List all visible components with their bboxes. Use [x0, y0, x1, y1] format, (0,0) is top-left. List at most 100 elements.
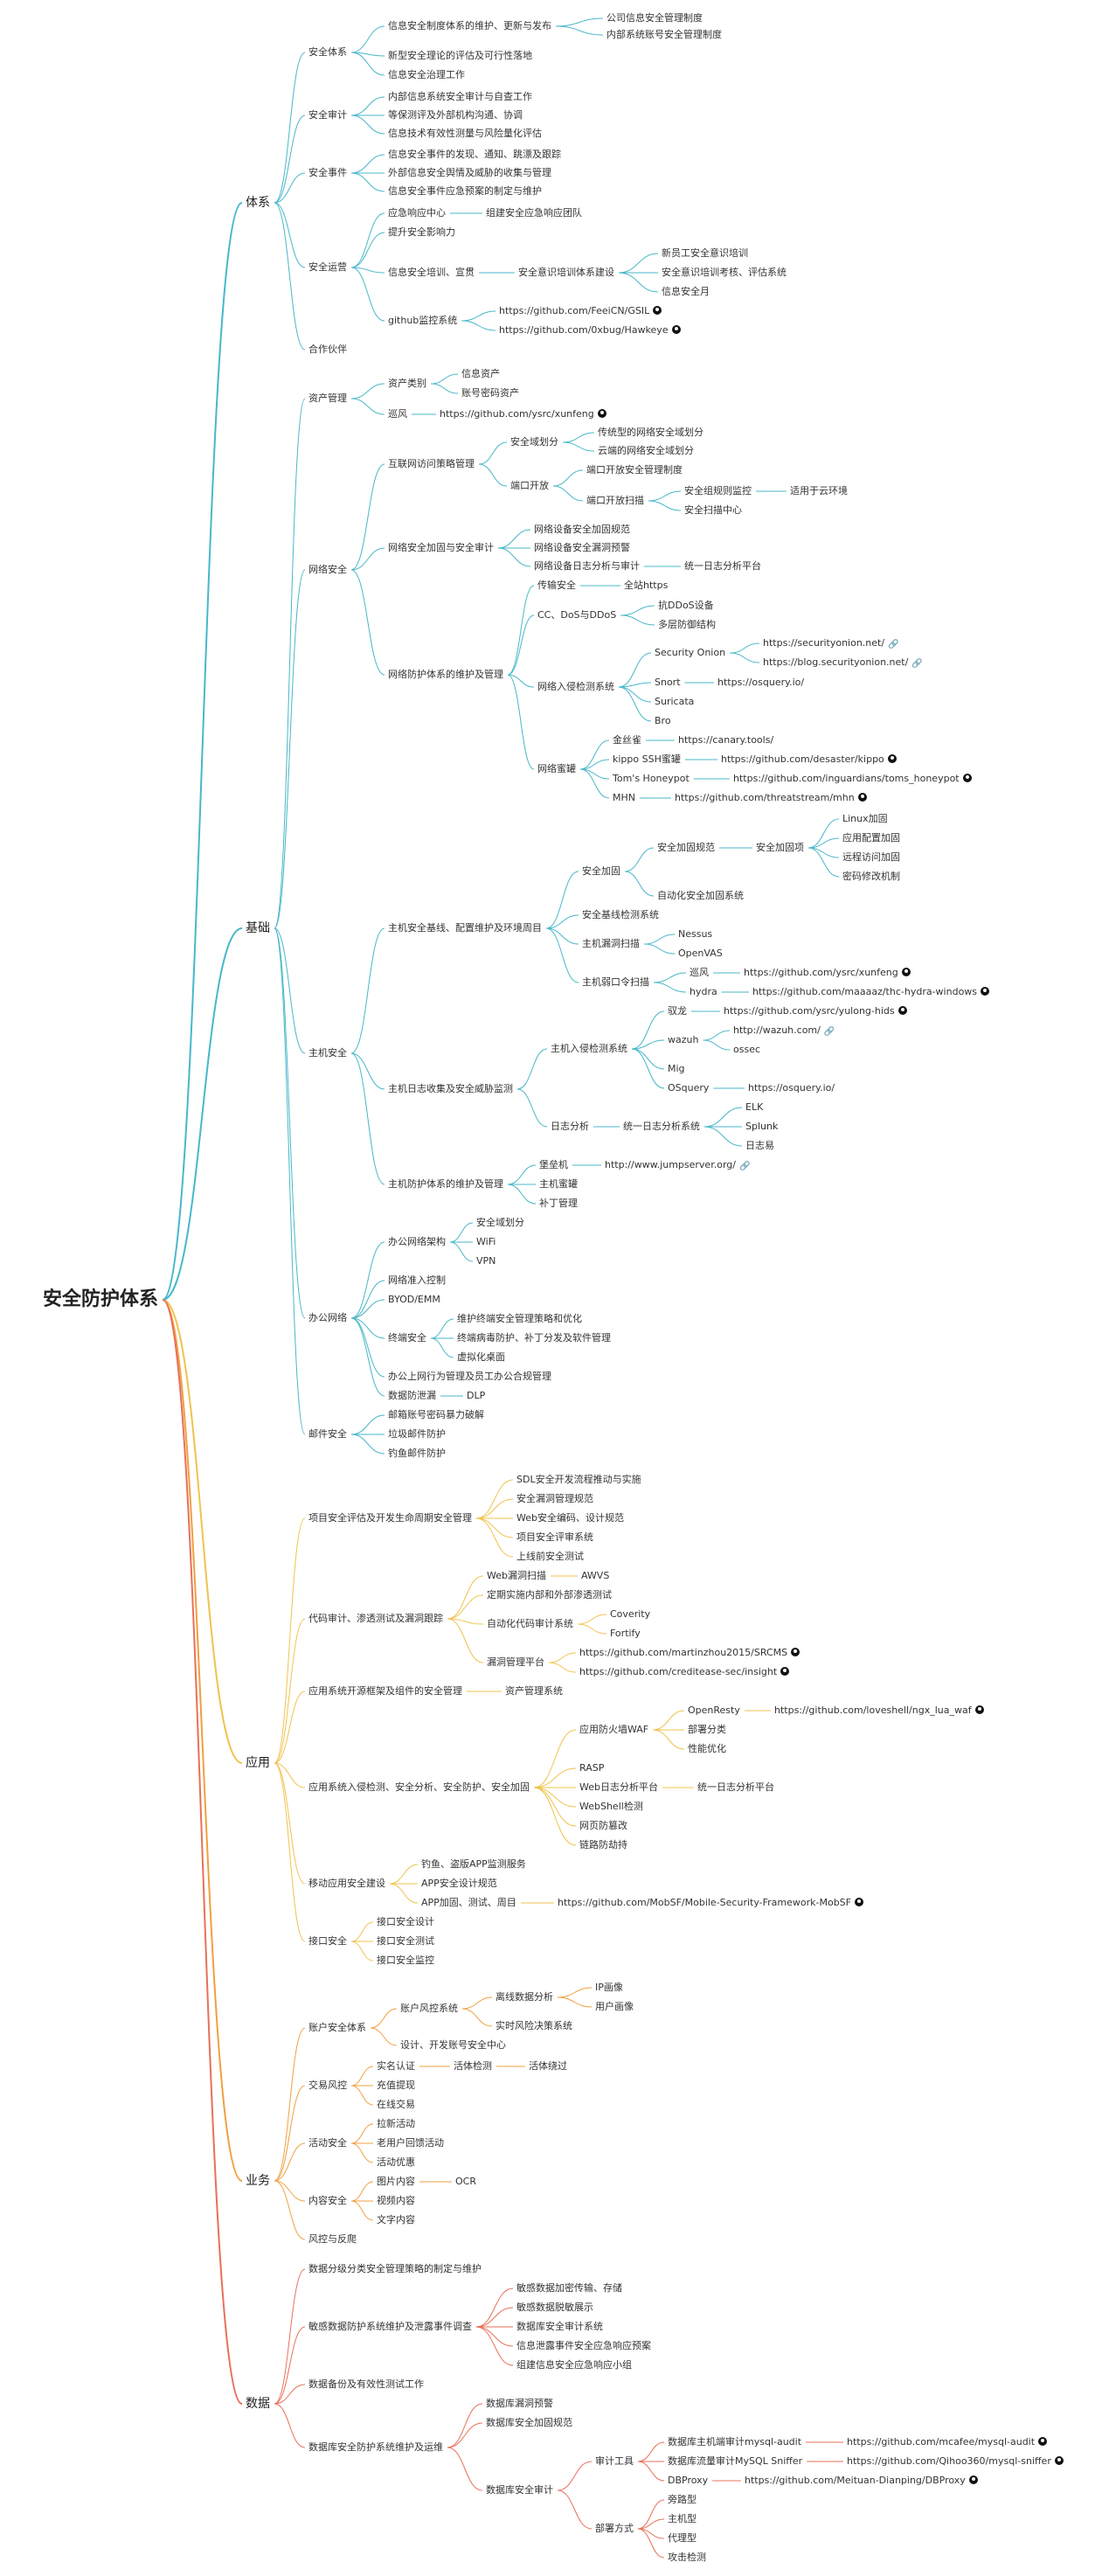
github-icon[interactable] — [974, 1705, 984, 1714]
github-icon[interactable] — [855, 1898, 863, 1906]
mindmap-node[interactable]: https://github.com/ysrc/yulong-hids — [723, 1005, 908, 1017]
edge — [618, 686, 652, 703]
edge — [274, 927, 306, 1054]
node-label: Nessus — [678, 928, 713, 940]
edge — [631, 1039, 665, 1050]
mindmap-node: 网络安全加固与安全审计 — [387, 542, 495, 554]
node-label: SDL安全开发流程推动与实施 — [516, 1474, 641, 1485]
node-label: 主机日志收集及安全威胁监测 — [388, 1083, 513, 1094]
mindmap-node: 网络安全 — [308, 564, 348, 576]
github-icon[interactable] — [857, 793, 867, 802]
edge — [653, 982, 687, 993]
mindmap-node[interactable]: https://github.com/Meituan-Dianping/DBPr… — [744, 2475, 979, 2487]
edge — [557, 1996, 593, 2008]
edge — [497, 547, 531, 567]
edge — [274, 1618, 306, 1764]
link-icon[interactable]: 🔗 — [888, 640, 899, 649]
mindmap-node: 接口安全测试 — [376, 1935, 435, 1948]
node-label: https://github.com/threatstream/mhn — [675, 792, 855, 803]
mindmap-node: 端口开放 — [509, 480, 550, 492]
node-label: 账号密码资产 — [461, 387, 519, 399]
mindmap-node: 组建信息安全应急响应小组 — [516, 2359, 633, 2371]
mindmap-node: 项目安全评估及开发生命周期安全管理 — [308, 1512, 473, 1524]
mindmap-node: BYOD/EMM — [387, 1294, 441, 1306]
github-icon[interactable] — [981, 987, 990, 996]
node-label: 维护终端安全管理策略和优化 — [457, 1313, 582, 1324]
node-label: 账户安全体系 — [308, 2022, 366, 2033]
github-icon[interactable] — [901, 968, 911, 976]
github-icon[interactable] — [780, 1667, 790, 1676]
node-label: 应用配置加固 — [842, 832, 900, 844]
mindmap-node: 接口安全监控 — [376, 1955, 435, 1967]
node-label: 应急响应中心 — [388, 207, 446, 219]
edge — [516, 1088, 548, 1128]
github-icon[interactable] — [671, 325, 681, 334]
mindmap-node: Web漏洞扫描 — [486, 1570, 547, 1582]
link-icon[interactable]: 🔗 — [911, 659, 923, 669]
edge — [461, 320, 496, 331]
node-label: 组建信息安全应急响应小组 — [516, 2359, 632, 2371]
edge — [350, 1317, 385, 1339]
github-icon[interactable] — [1054, 2456, 1064, 2465]
mindmap-node: 网络防护体系的维护及管理 — [387, 669, 504, 681]
node-label: wazuh — [668, 1034, 699, 1045]
mindmap-node[interactable]: https://github.com/FeeiCN/GSIL — [498, 305, 662, 317]
edge — [807, 837, 840, 849]
edge — [475, 2326, 514, 2366]
mindmap-node: 安全意识培训考核、评估系统 — [661, 267, 787, 279]
mindmap-node: RASP — [579, 1762, 605, 1774]
mindmap-node[interactable]: https://github.com/Qihoo360/mysql-sniffe… — [846, 2455, 1064, 2468]
mindmap-node: 应急响应中心 — [387, 207, 447, 219]
github-icon[interactable] — [968, 2475, 978, 2484]
node-label: 组建安全应急响应团队 — [486, 207, 582, 219]
github-icon[interactable] — [597, 409, 606, 418]
edge — [274, 2180, 306, 2202]
node-label: 日志易 — [745, 1140, 774, 1151]
mindmap-node[interactable]: https://securityonion.net/🔗 — [762, 637, 899, 649]
mindmap-node[interactable]: https://github.com/inguardians/toms_hone… — [732, 773, 973, 785]
edge — [461, 310, 496, 322]
mindmap-node: 应用配置加固 — [842, 832, 901, 844]
edge — [548, 1652, 577, 1663]
mindmap-node[interactable]: https://github.com/threatstream/mhn — [674, 792, 868, 804]
mindmap-node[interactable]: https://github.com/maaaaz/thc-hydra-wind… — [752, 986, 990, 998]
edge — [461, 1996, 493, 2010]
mindmap-node[interactable]: https://github.com/0xbug/Hawkeye — [498, 324, 682, 337]
mindmap-node[interactable]: http://www.jumpserver.org/🔗 — [604, 1159, 751, 1171]
mindmap-node: 资产管理系统 — [504, 1685, 564, 1698]
mindmap-node[interactable]: https://github.com/martinzhou2015/SRCMS — [579, 1647, 801, 1659]
github-icon[interactable] — [791, 1648, 801, 1656]
node-label: 旁路型 — [668, 2494, 697, 2505]
mindmap-node: 主机弱口令扫描 — [581, 976, 650, 989]
mindmap-node: 网络设备安全漏洞预警 — [533, 542, 631, 554]
mindmap-node[interactable]: https://github.com/mcafee/mysql-audit — [846, 2436, 1048, 2448]
edge — [350, 398, 385, 415]
mindmap-node: 应用系统开源框架及组件的安全管理 — [308, 1685, 463, 1698]
github-icon[interactable] — [898, 1006, 907, 1015]
node-label: 办公上网行为管理及员工办公合规管理 — [388, 1371, 551, 1382]
node-label: 虚拟化桌面 — [457, 1351, 505, 1363]
github-icon[interactable] — [887, 754, 897, 763]
mindmap-node: 内部系统账号安全管理制度 — [606, 29, 723, 41]
mindmap-node: Web安全编码、设计规范 — [516, 1512, 625, 1524]
mindmap-node[interactable]: https://github.com/desaster/kippo — [720, 753, 898, 766]
node-label: 安全域划分 — [510, 436, 558, 448]
github-icon[interactable] — [1038, 2437, 1048, 2446]
mindmap-node[interactable]: https://github.com/MobSF/Mobile-Security… — [557, 1897, 864, 1909]
mindmap-node[interactable]: http://wazuh.com/🔗 — [732, 1024, 835, 1037]
mindmap-node[interactable]: https://github.com/loveshell/ngx_lua_waf — [773, 1705, 985, 1717]
github-icon[interactable] — [653, 306, 662, 315]
link-icon[interactable]: 🔗 — [738, 1162, 751, 1171]
mindmap-node[interactable]: https://github.com/ysrc/xunfeng — [439, 408, 607, 420]
mindmap-node[interactable]: https://blog.securityonion.net/🔗 — [762, 656, 923, 669]
edge — [447, 2447, 483, 2491]
node-label: 抗DDoS设备 — [658, 600, 714, 611]
edge — [350, 96, 385, 116]
github-icon[interactable] — [962, 774, 972, 782]
mindmap-node[interactable]: https://github.com/creditease-sec/insigh… — [579, 1666, 790, 1678]
mindmap-node: 信息安全制度体系的维护、更新与发布 — [387, 20, 552, 32]
node-label: 用户画像 — [595, 2001, 634, 2012]
link-icon[interactable]: 🔗 — [823, 1027, 835, 1037]
mindmap-node[interactable]: https://github.com/ysrc/xunfeng — [743, 967, 911, 979]
edge — [562, 441, 595, 452]
